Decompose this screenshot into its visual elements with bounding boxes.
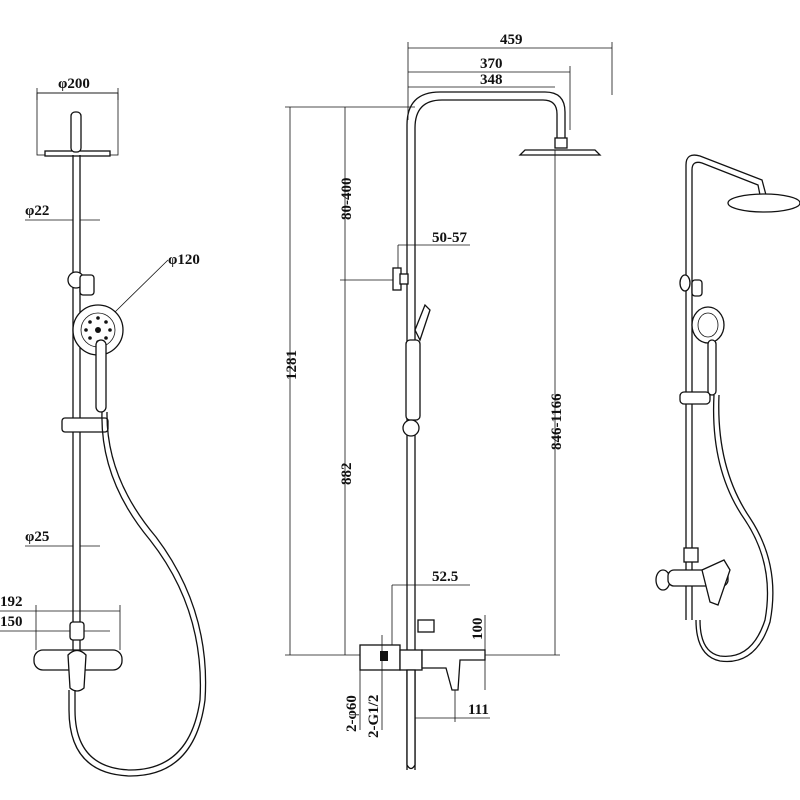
valve-lever [67, 649, 87, 692]
dim-head-height: 846-1166 [549, 393, 565, 450]
hose-connector [417, 619, 435, 633]
mixer-valve-side [421, 649, 486, 691]
front-view: φ200 φ22 φ120 φ25 192 150 [0, 76, 207, 777]
dim-valve-outer: 192 [0, 594, 23, 610]
dim-arm-mid: 370 [480, 56, 503, 72]
rain-shower-head-side [518, 149, 602, 156]
dim-bracket-offset: 50-57 [432, 230, 467, 246]
dim-total-height: 1281 [284, 350, 300, 380]
perspective-view [655, 154, 800, 663]
dim-spout-depth: 111 [468, 702, 489, 718]
perspective-hand-shower [691, 306, 725, 344]
wall-bracket [79, 274, 95, 296]
perspective-rain-head [727, 193, 800, 213]
dim-lower-height: 882 [339, 463, 355, 486]
hand-shower-side [405, 339, 421, 421]
dim-arm-total: 459 [500, 32, 523, 48]
slide-holder-side [402, 419, 420, 437]
perspective-riser [685, 154, 767, 620]
slide-holder [61, 417, 109, 433]
dim-flange-diameter: 2-φ60 [344, 695, 360, 732]
shower-hose [74, 411, 202, 771]
dim-valve-height: 100 [470, 618, 486, 641]
shower-arm [406, 91, 566, 770]
dim-valve-offset: 52.5 [432, 569, 458, 585]
dim-adjust-upper: 80-400 [339, 178, 355, 221]
dim-head-diameter: φ200 [58, 76, 90, 92]
hand-shower-handle [95, 339, 107, 413]
dim-pipe-upper: φ22 [25, 203, 49, 219]
dim-arm-inner: 348 [480, 72, 503, 88]
dim-valve-inner: 150 [0, 614, 23, 630]
dim-thread: 2-G1/2 [366, 695, 382, 738]
dim-hand-shower: φ120 [168, 252, 200, 268]
side-view: 459 370 348 1281 80-400 882 846-1166 50-… [284, 32, 613, 770]
dim-pipe-lower: φ25 [25, 529, 49, 545]
